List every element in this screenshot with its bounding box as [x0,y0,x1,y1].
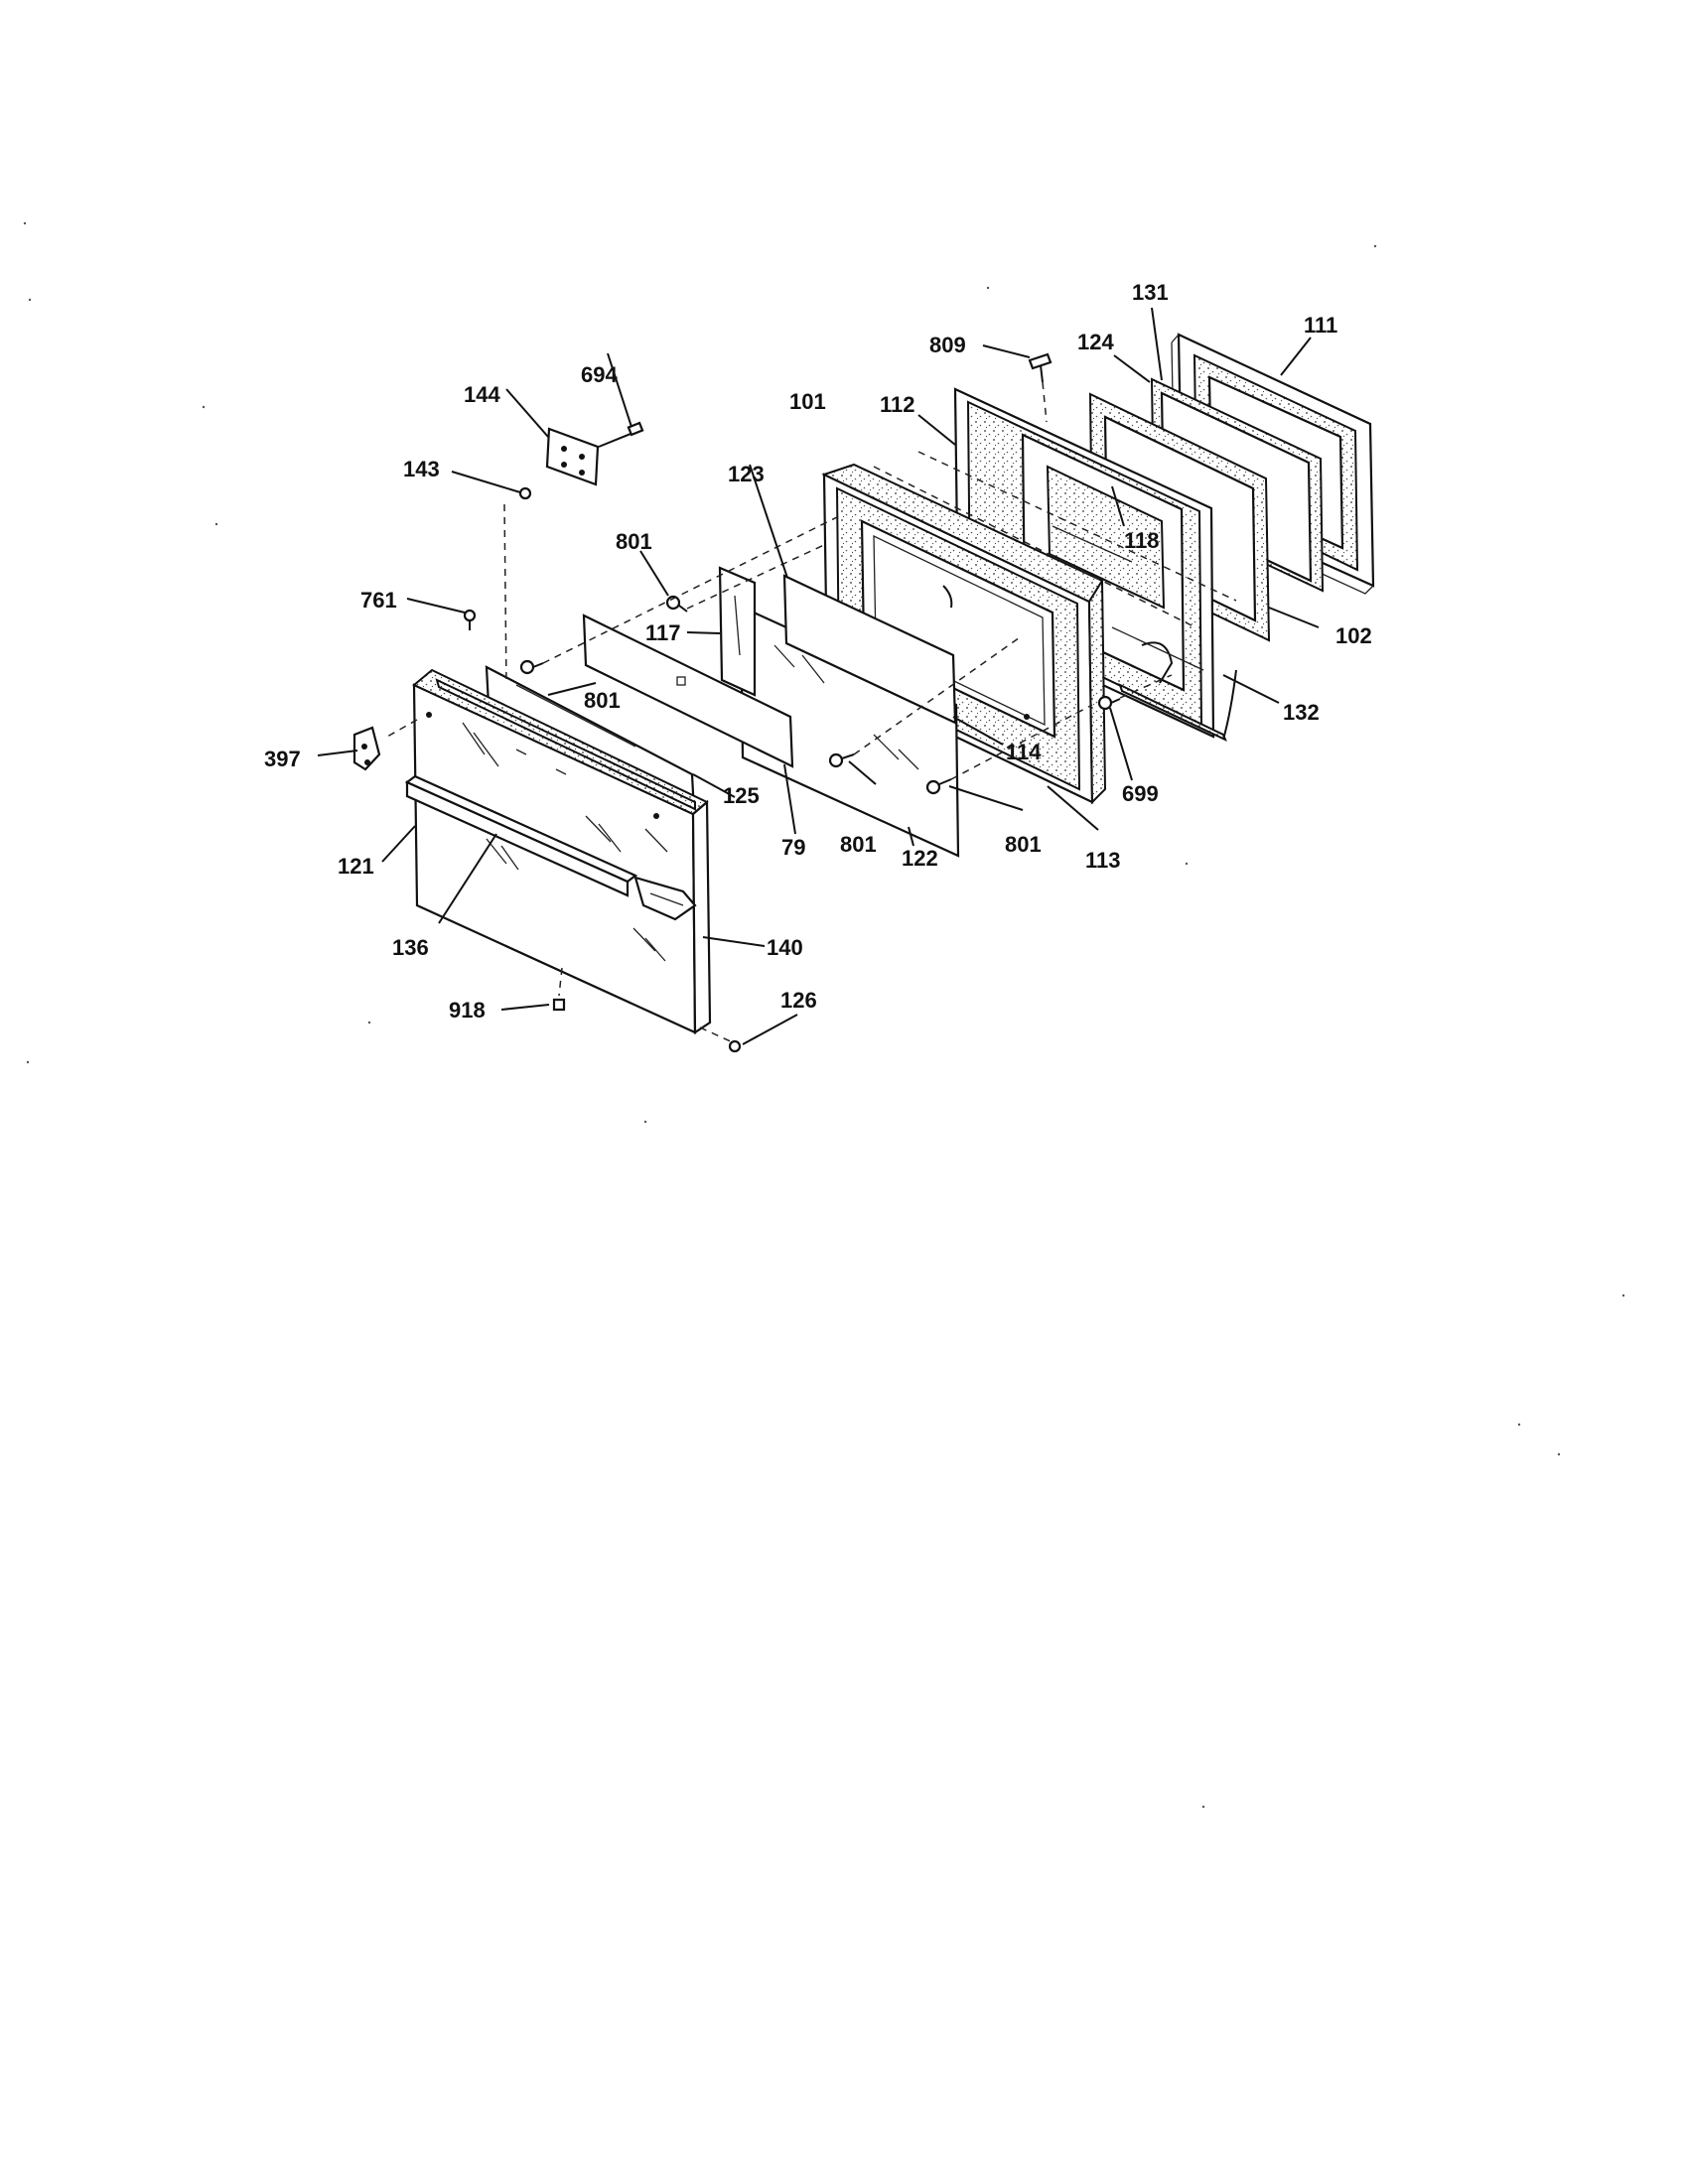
callout-125: 125 [723,783,760,808]
bracket-117 [718,566,757,697]
hinge-plate-144 [545,427,600,486]
callout-131: 131 [1132,280,1169,305]
callout-124: 124 [1077,330,1114,354]
assembly-lines [386,381,1237,1043]
screw-918 [552,998,566,1012]
callout-801-c: 801 [840,832,877,857]
screw-809 [1028,352,1052,383]
callout-101: 101 [789,389,826,414]
callout-117: 117 [645,620,681,645]
screw-801-b [519,659,544,675]
door-frame-113 [821,463,1107,805]
callout-761: 761 [360,588,397,613]
door-handle-136 [404,774,697,921]
callout-397: 397 [264,747,301,771]
callout-114: 114 [1006,740,1042,764]
callout-126: 126 [780,988,817,1013]
callout-123: 123 [728,462,765,486]
callout-918: 918 [449,998,486,1023]
callout-118: 118 [1124,528,1160,553]
callout-809: 809 [929,333,966,357]
callout-132: 132 [1283,700,1320,725]
callout-122: 122 [902,846,938,871]
callout-111: 111 [1304,313,1337,338]
frame-edge-132 [1111,626,1237,742]
callout-112: 112 [880,392,915,417]
screw-694 [598,421,644,448]
callout-694: 694 [581,362,618,387]
callout-102: 102 [1335,623,1372,648]
scan-specks [23,221,1625,1809]
callout-801-b: 801 [584,688,621,713]
callout-801-a: 801 [616,529,652,554]
callout-699: 699 [1122,781,1159,806]
screw-126 [728,1039,742,1053]
hinge-397 [352,726,381,771]
callout-801-d: 801 [1005,832,1042,857]
channel-79 [582,614,794,768]
callout-143: 143 [403,457,440,481]
callout-136: 136 [392,935,429,960]
screw-801-a [665,595,688,613]
screw-801-c [828,752,855,768]
callout-121: 121 [338,854,374,879]
fasteners [463,352,1121,1053]
callout-113: 113 [1085,848,1121,873]
callout-79: 79 [781,835,805,860]
screw-143 [518,486,532,500]
callout-144: 144 [464,382,500,407]
callout-140: 140 [767,935,803,960]
screw-761 [463,609,477,630]
screw-801-d [925,778,952,795]
leader-lines [317,307,1320,1045]
screw-699 [1097,695,1121,711]
callout-labels: 131 111 124 809 694 144 101 112 143 123 … [264,280,1372,1023]
glass-panel-123 [782,574,957,725]
